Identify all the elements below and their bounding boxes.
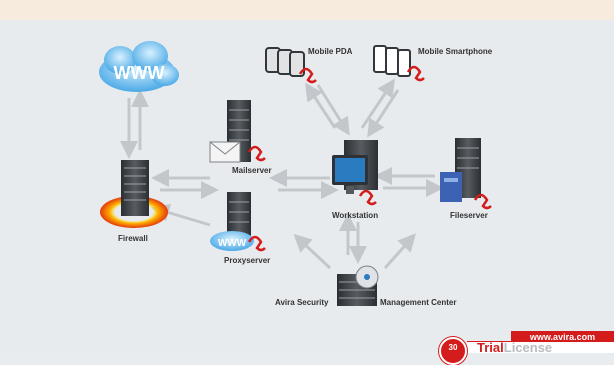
trial-word: Trial [477,341,504,353]
mailserver-label: Mailserver [232,166,272,175]
internet-cloud-icon [99,41,179,92]
trial-license-badge[interactable]: www.avira.com TrialLicense 30 [439,331,614,365]
firewall-label: Firewall [118,234,148,243]
connection-arrows [120,78,444,270]
fileserver-icon [440,138,492,210]
firewall-icon [100,160,168,228]
top-band [0,0,614,20]
proxy-cloud-text: WWW [218,238,247,249]
workstation-label: Workstation [332,211,379,220]
avira-url[interactable]: www.avira.com [511,331,614,343]
mobile-smartphone-label: Mobile Smartphone [418,47,493,56]
trial-seal-icon: 30 [439,337,467,365]
management-center-icon [337,265,379,306]
diagram-graphics: WWW WWW [99,41,492,306]
avira-security-label: Avira Security [275,298,329,307]
mailserver-icon [209,100,266,163]
trial-license-text: TrialLicense [467,341,614,353]
fileserver-label: Fileserver [450,211,488,220]
management-center-label: Management Center [380,298,457,307]
cloud-text: WWW [114,63,165,83]
proxyserver-icon [210,192,266,252]
mobile-pda-label: Mobile PDA [308,47,353,56]
workstation-icon [332,140,378,206]
mobile-smartphone-icon [373,45,425,82]
mobile-pda-icon [265,47,317,84]
license-word: License [503,341,553,353]
proxyserver-label: Proxyserver [224,256,271,265]
